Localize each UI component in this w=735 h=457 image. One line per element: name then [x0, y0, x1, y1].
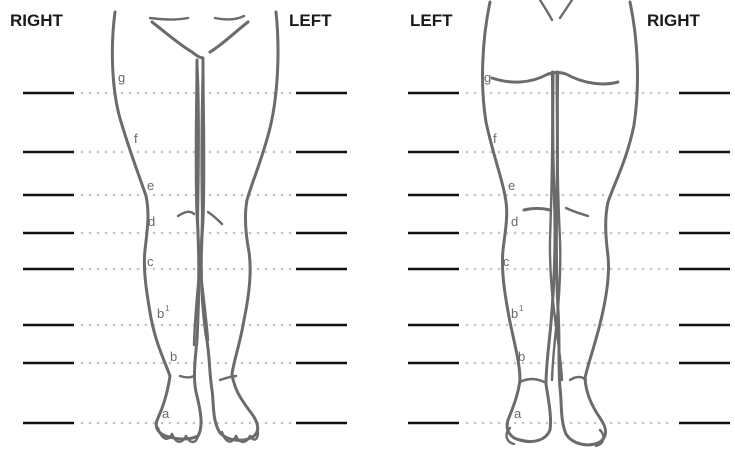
front-view-right-label: RIGHT	[10, 11, 64, 30]
back-level-letter-a: a	[514, 406, 522, 421]
front-level-letter-b1: b	[157, 306, 164, 321]
back-view-measurement-rows	[408, 93, 730, 423]
back-level-letter-b1: b	[511, 306, 518, 321]
front-level-letter-f: f	[134, 131, 138, 146]
front-level-letter-e: e	[147, 178, 154, 193]
front-level-superscript-b1: 1	[165, 304, 170, 313]
back-level-superscript-b1: 1	[519, 304, 524, 313]
back-level-letter-f: f	[493, 131, 497, 146]
back-view-right-label: RIGHT	[647, 11, 701, 30]
front-level-letter-c: c	[147, 254, 154, 269]
back-level-letter-g: g	[484, 70, 491, 85]
front-view-left-label: LEFT	[289, 11, 332, 30]
back-view-legs-outline	[483, 0, 638, 446]
front-view-legs-outline	[112, 12, 278, 442]
back-view-left-label: LEFT	[410, 11, 453, 30]
front-level-letter-a: a	[162, 406, 170, 421]
back-level-letter-c: c	[503, 254, 510, 269]
back-level-letter-d: d	[511, 214, 518, 229]
front-level-letter-b: b	[170, 349, 177, 364]
back-level-letter-b: b	[518, 349, 525, 364]
front-level-letter-d: d	[148, 214, 155, 229]
back-level-letter-e: e	[508, 178, 515, 193]
front-level-letter-g: g	[118, 70, 125, 85]
front-view-measurement-rows	[23, 93, 347, 423]
